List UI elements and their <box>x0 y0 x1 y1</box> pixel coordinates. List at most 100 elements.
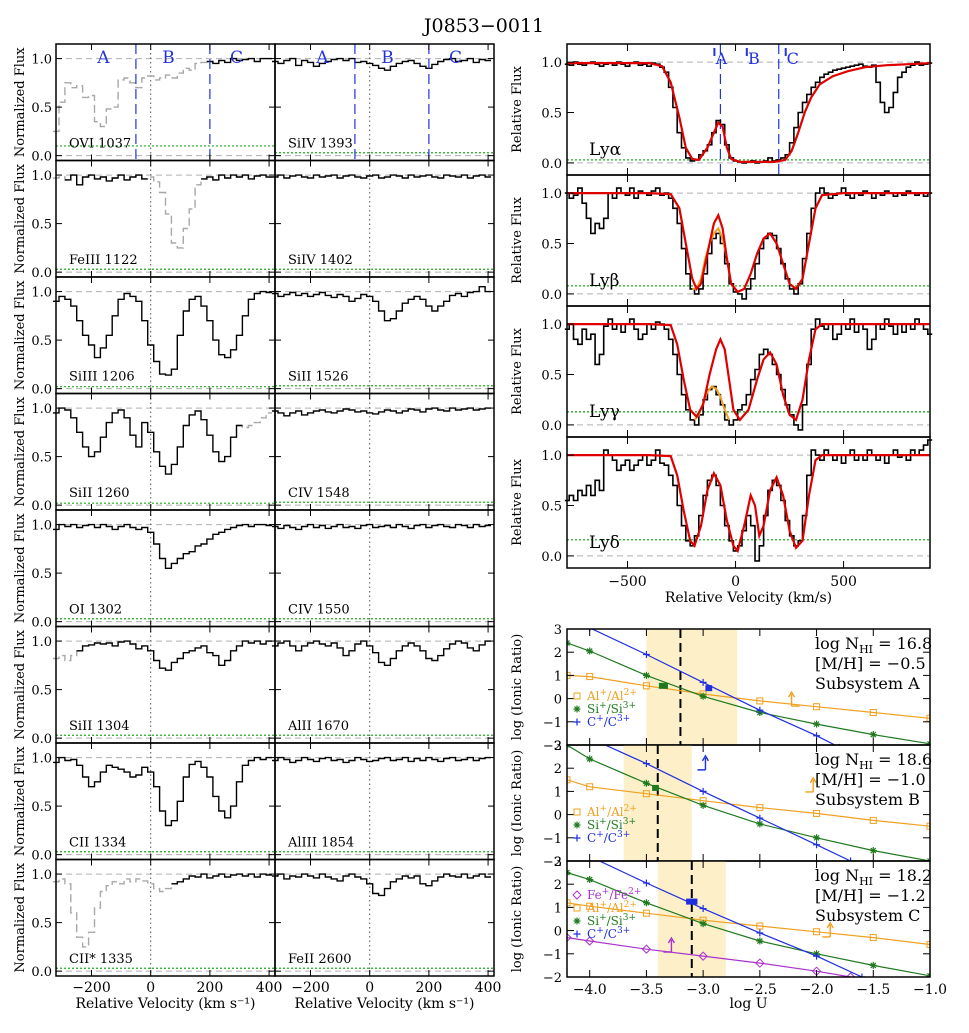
legend-sup: + <box>600 688 608 698</box>
metal-panel: SiII 1526 <box>272 276 495 395</box>
al-marker <box>813 809 821 817</box>
legend-ion: Si <box>587 914 599 928</box>
legend-sup: 2+ <box>624 900 637 910</box>
y-tick-label: −2 <box>543 855 562 870</box>
legend-ion: C <box>587 927 596 941</box>
legend-entry: Si+/Si3+ <box>587 817 636 832</box>
legend-sup: + <box>596 926 604 936</box>
si-marker <box>869 847 877 855</box>
plot-area <box>567 861 930 977</box>
y-tick-label: 0.5 <box>31 800 52 815</box>
flux-spectrum <box>564 318 933 431</box>
ion-label: CII 1334 <box>69 836 126 851</box>
si-marker <box>869 731 877 739</box>
y-tick-label: 1.0 <box>31 752 52 767</box>
legend-sup: 2+ <box>624 688 637 698</box>
c-marker <box>573 930 581 938</box>
legend-sup: + <box>600 804 608 814</box>
column-density-subscript: HI <box>859 875 873 888</box>
y-axis-label: Normalized Flux <box>13 163 28 273</box>
y-axis-label: Relative Flux <box>510 196 525 283</box>
flux-spectrum <box>272 756 491 764</box>
al-marker <box>567 899 571 907</box>
legend-ion: /C <box>604 715 617 729</box>
x-tick-label: −2.5 <box>743 982 777 998</box>
y-axis-label: Normalized Flux <box>13 629 28 739</box>
component-label: C <box>230 48 243 68</box>
ion-label: FeII 2600 <box>288 952 352 967</box>
y-tick-label: 0.0 <box>541 288 562 303</box>
column-density-subscript: HI <box>859 759 873 772</box>
y-tick-label: 0.0 <box>31 266 52 281</box>
legend-entry: Si+/Si3+ <box>587 913 636 928</box>
si-marker <box>586 876 594 884</box>
legend-sup: 3+ <box>617 926 630 936</box>
component-label: A <box>315 48 329 68</box>
limit-arrow <box>697 757 707 771</box>
y-axis-label: Relative Flux <box>510 65 525 152</box>
legend-ion: Fe <box>587 888 602 902</box>
legend-ion: /Si <box>607 702 623 716</box>
column-density-label: log NHI = 18.6 <box>815 750 932 772</box>
flux-spectrum <box>171 873 272 885</box>
metal-panel: SiIV 1402 <box>272 159 495 278</box>
panel-frame <box>274 858 495 977</box>
x-tick-label: −3.0 <box>686 982 720 998</box>
y-tick-label: 1.0 <box>31 402 52 417</box>
y-axis-label: Normalized Flux <box>13 47 28 157</box>
y-tick-label: 0.5 <box>31 917 52 932</box>
c-marker <box>847 857 855 861</box>
metal-panel: AlIII 1854 <box>272 742 495 861</box>
voigt-model <box>567 192 930 294</box>
y-axis-label: Normalized Flux <box>13 280 28 390</box>
metal-panel: CIV 1550 <box>272 509 495 628</box>
limit-arrow <box>663 940 673 953</box>
y-tick-label: 0.0 <box>31 383 52 398</box>
x-tick-label: 200 <box>197 980 224 996</box>
y-tick-label: 1.0 <box>31 519 52 534</box>
y-tick-label: 1.0 <box>541 187 562 202</box>
al-marker <box>567 776 571 784</box>
y-axis-label: Normalized Flux <box>13 513 28 623</box>
flux-spectrum <box>272 523 491 531</box>
panel-frame <box>566 860 931 978</box>
column-density-value: = 18.6 <box>873 750 932 769</box>
voigt-model <box>567 454 930 554</box>
component-label: B <box>162 48 175 68</box>
flux-spectrum <box>53 290 272 376</box>
model-curve-si <box>567 642 930 745</box>
al-marker <box>586 673 594 681</box>
legend-ion: Si <box>587 702 599 716</box>
ion-label: SiII 1260 <box>69 486 130 501</box>
ion-label: CIV 1550 <box>288 603 350 618</box>
y-tick-label: 1 <box>554 669 562 684</box>
ion-label: SiIV 1393 <box>288 137 353 152</box>
y-tick-label: 0.5 <box>541 107 562 122</box>
y-tick-label: −2 <box>543 739 562 754</box>
transition-label: Lyδ <box>589 533 620 553</box>
si-marker <box>642 899 650 907</box>
al-marker <box>926 714 930 722</box>
al-marker <box>926 822 930 830</box>
fe-marker <box>755 958 765 968</box>
legend-ion: /Fe <box>609 888 628 902</box>
voigt-model <box>567 62 931 163</box>
y-tick-label: 1.0 <box>31 169 52 184</box>
flux-spectrum <box>206 57 272 65</box>
flux-spectrum <box>53 523 272 569</box>
legend-sup: + <box>596 714 604 724</box>
metallicity-label: [M/H] = −1.2 <box>815 886 926 905</box>
y-tick-label: −2 <box>543 971 562 986</box>
x-tick-label: 500 <box>830 574 857 590</box>
legend-ion: Si <box>587 818 599 832</box>
ion-label: FeIII 1122 <box>69 253 138 268</box>
legend-sup: + <box>596 830 604 840</box>
y-tick-label: 0.5 <box>541 369 562 384</box>
plot-area <box>567 629 930 745</box>
legend-sup: 2+ <box>628 887 641 897</box>
al-marker <box>756 804 764 812</box>
subsystem-label: Subsystem B <box>815 790 920 809</box>
